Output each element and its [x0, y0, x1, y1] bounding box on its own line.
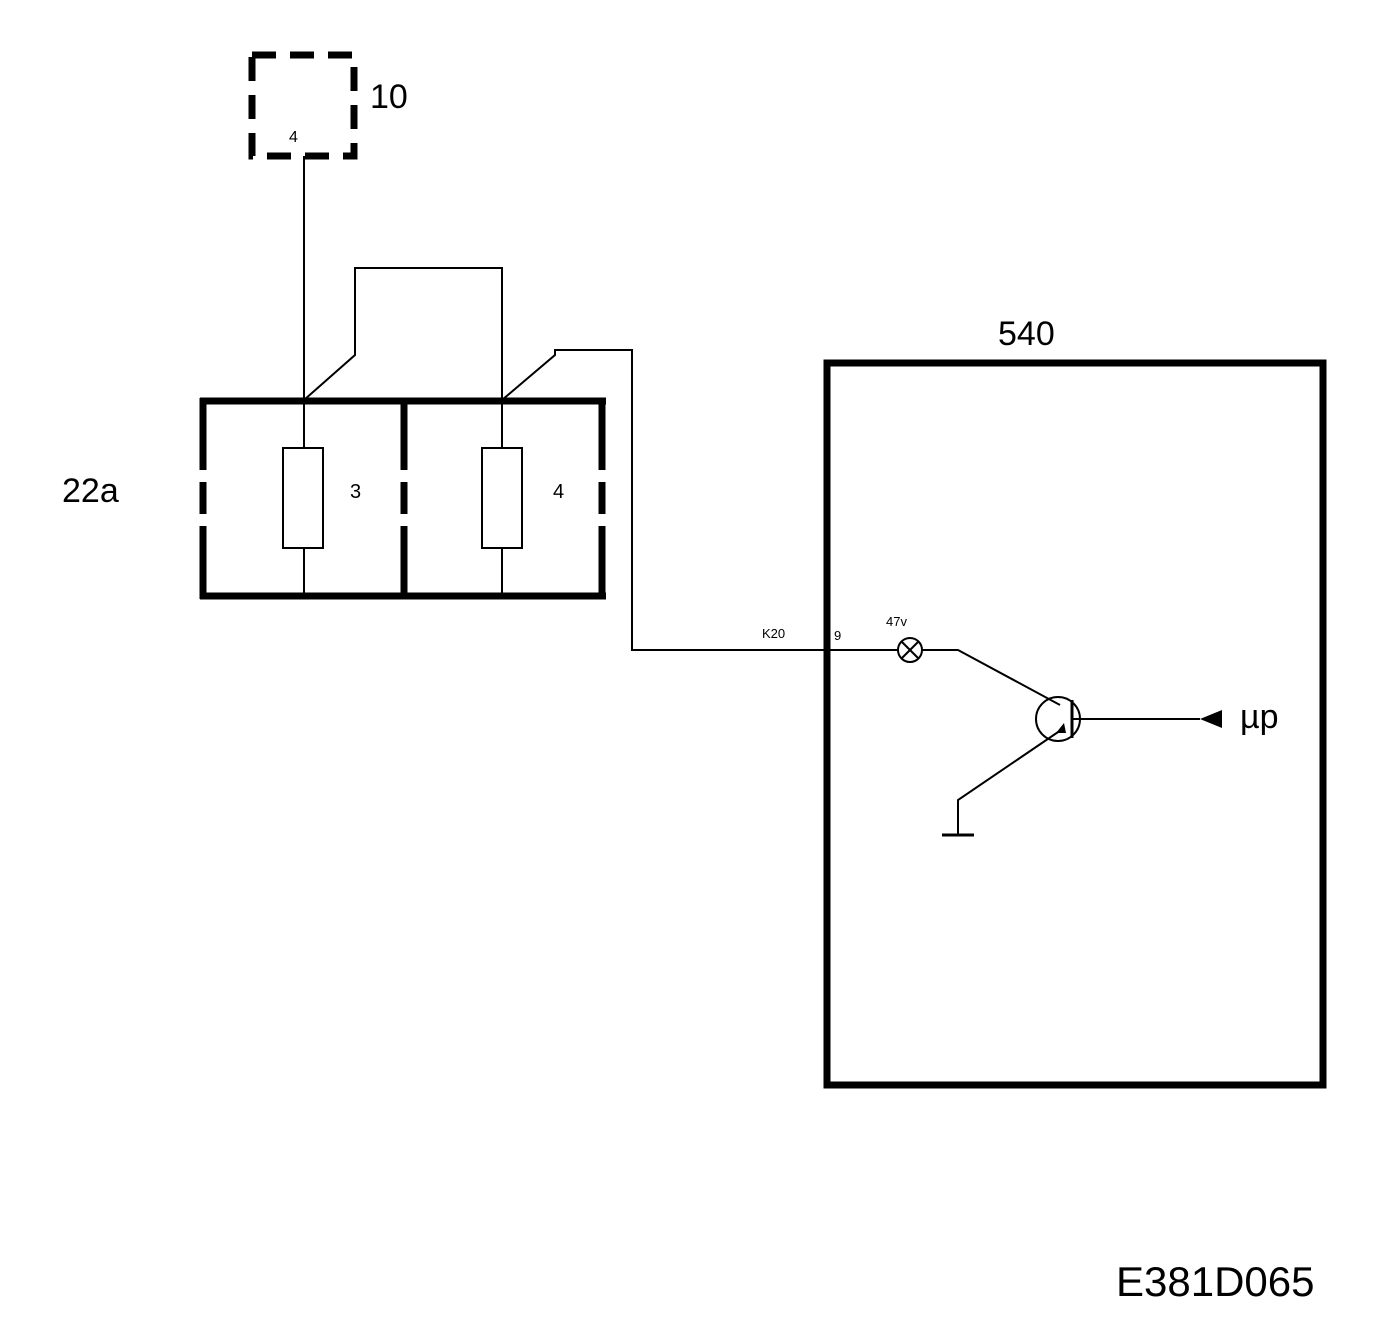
- fuse-box-22a: 22a 3 4: [62, 397, 606, 600]
- lamp-icon: [897, 637, 923, 663]
- module-10-dashed-box: [248, 51, 358, 160]
- wire-fuse3-to-fuse4-bridge: [303, 267, 503, 401]
- wire-lamp-to-transistor: [922, 649, 1061, 706]
- wire-fuse4-to-control-unit: [501, 349, 898, 651]
- module-10-label: 10: [370, 78, 408, 116]
- pin-label: 9: [834, 628, 841, 643]
- wire-transistor-to-ground: [957, 727, 1065, 834]
- processor-label: µp: [1240, 698, 1279, 736]
- lamp-label: 47v: [886, 614, 907, 629]
- connector-label: K20: [762, 626, 785, 641]
- fuse-3-element: [282, 447, 324, 549]
- fuse-4-element: [481, 447, 523, 549]
- processor-signal-arrow-icon: [1200, 710, 1222, 728]
- fuse-3-number: 3: [350, 481, 361, 503]
- fuse-4-number: 4: [553, 481, 564, 503]
- fuse-3: 3: [282, 400, 361, 596]
- control-unit-label: 540: [998, 315, 1055, 353]
- diagram-code: E381D065: [1116, 1258, 1315, 1305]
- module-10-pin-label: 4: [289, 129, 298, 146]
- wiring: [303, 156, 898, 651]
- control-unit-540: 540 K20 9 47v µp: [762, 315, 1327, 1089]
- control-unit-box: [823, 359, 1327, 1089]
- fuse-box-label: 22a: [62, 472, 119, 510]
- module-10: 10 4: [248, 51, 408, 160]
- fuse-4: 4: [481, 400, 564, 596]
